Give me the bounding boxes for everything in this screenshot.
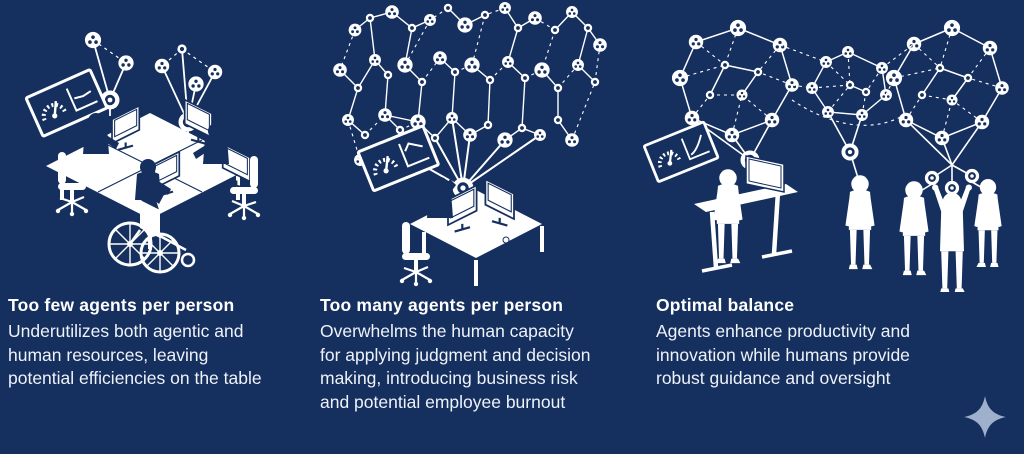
too-many-illustration (333, 2, 607, 289)
panel-too-few: Too few agents per person Underutilizes … (8, 295, 308, 391)
panel-too-many: Too many agents per person Overwhelms th… (320, 295, 632, 414)
panel-body-line: human resources, leaving (8, 344, 209, 365)
balanced-cluster-right (885, 19, 1009, 204)
too-few-illustration (24, 31, 263, 274)
panel-body-line: robust guidance and oversight (656, 368, 891, 388)
balanced-cluster-left (671, 19, 799, 180)
desk-cluster (46, 98, 263, 274)
panel-heading: Optimal balance (656, 295, 795, 315)
dashboard-icon (642, 120, 721, 184)
inter-cluster-links (779, 43, 915, 126)
panel-body-line: making, introducing business risk (320, 368, 578, 388)
optimal-balance-illustration (642, 19, 1009, 292)
panel-heading: Too few agents per person (8, 295, 235, 315)
panel-body-line: potential efficiencies on the table (8, 368, 262, 388)
standing-person-silhouette (845, 175, 875, 270)
agent-network-dense (333, 2, 607, 210)
desk-single (397, 177, 544, 289)
panel-heading: Too many agents per person (320, 295, 564, 315)
panel-body-line: Agents enhance productivity and (656, 321, 910, 341)
panel-optimal: Optimal balance Agents enhance productiv… (656, 295, 996, 391)
dashboard-icon (356, 123, 441, 193)
agent-cluster-small-a (84, 31, 134, 116)
panel-body-line: Overwhelms the human capacity (320, 321, 574, 341)
sparkle-icon (964, 396, 1006, 438)
dashboard-icon (24, 67, 110, 139)
standing-desk-scene (694, 155, 798, 273)
panel-body-line: innovation while humans provide (656, 344, 910, 365)
panel-body-line: for applying judgment and decision (320, 344, 591, 365)
people-group (899, 179, 1002, 292)
balanced-cluster-middle (806, 46, 892, 179)
panel-body-line: Underutilizes both agentic and (8, 321, 244, 341)
panel-body-line: and potential employee burnout (320, 391, 566, 412)
